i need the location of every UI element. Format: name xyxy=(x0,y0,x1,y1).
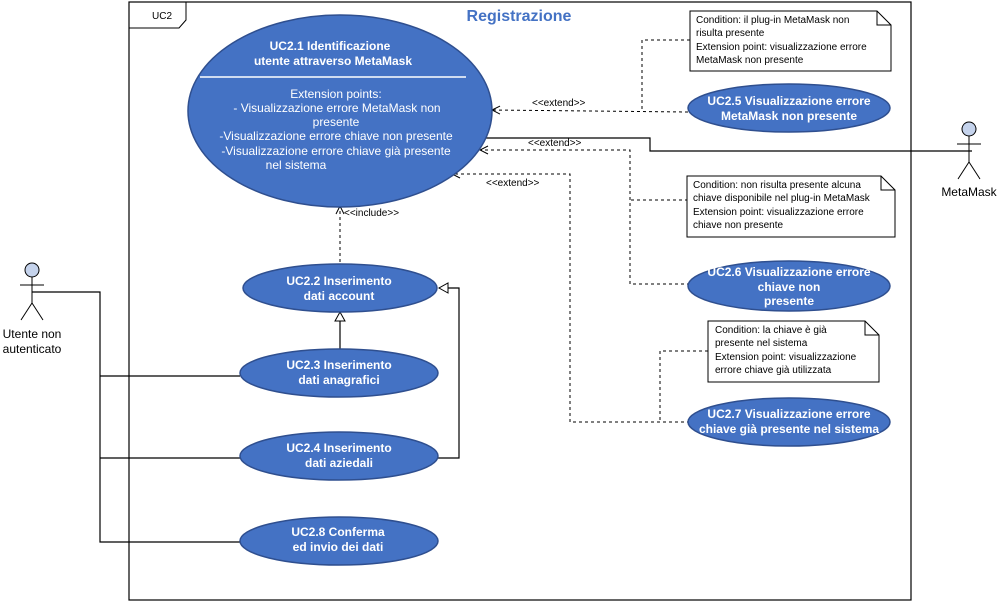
uc24-line-2: dati aziedali xyxy=(305,456,373,470)
uc26-line-3: presente xyxy=(764,294,814,308)
uc21-ext-3a: -Visualizzazione errore chiave già prese… xyxy=(221,144,451,158)
uc26-line-1: UC2.6 Visualizzazione errore xyxy=(707,265,871,279)
uc26-errore-chiave-non-presente[interactable]: UC2.6 Visualizzazione errore chiave non … xyxy=(687,260,891,312)
user-associations xyxy=(32,291,240,543)
uc28-conferma-invio[interactable]: UC2.8 Conferma ed invio dei dati xyxy=(239,516,439,566)
system-frame: UC2 xyxy=(128,1,912,601)
actor-metamask[interactable]: MetaMask xyxy=(941,121,998,199)
uc27-line-1: UC2.7 Visualizzazione errore xyxy=(707,407,871,421)
note1-line-2: risulta presente xyxy=(696,28,765,39)
actor-utente-non-autenticato[interactable]: Utente non autenticato xyxy=(3,262,62,356)
actor-metamask-label: MetaMask xyxy=(941,185,997,199)
note3-line-3: Extension point: visualizzazione xyxy=(715,352,857,363)
generalization-links xyxy=(334,282,460,459)
uc28-line-2: ed invio dei dati xyxy=(293,540,384,554)
extend-label-1: <<extend>> xyxy=(532,98,586,109)
include-label: <<include>> xyxy=(344,208,399,219)
note-metamask-condition: Condition: il plug-in MetaMask non risul… xyxy=(689,10,892,72)
frame-label: UC2 xyxy=(152,11,172,22)
include-link: <<include>> xyxy=(340,206,399,268)
uc23-dati-anagrafici[interactable]: UC2.3 Inserimento dati anagrafici xyxy=(239,348,439,398)
uc27-line-2: chiave già presente nel sistema xyxy=(699,422,879,436)
note-chiave-non-presente-condition: Condition: non risulta presente alcuna c… xyxy=(686,175,896,238)
uc25-errore-metamask[interactable]: UC2.5 Visualizzazione errore MetaMask no… xyxy=(687,83,891,133)
uc22-line-2: dati account xyxy=(304,289,375,303)
note1-line-1: Condition: il plug-in MetaMask non xyxy=(696,15,849,26)
uc24-dati-aziendali[interactable]: UC2.4 Inserimento dati aziedali xyxy=(239,431,439,481)
uc25-line-2: MetaMask non presente xyxy=(721,109,857,123)
uc25-line-1: UC2.5 Visualizzazione errore xyxy=(707,94,871,108)
note2-line-4: chiave non presente xyxy=(693,220,784,231)
uc21-ext-1b: presente xyxy=(313,115,360,129)
note3-line-4: errore chiave già utilizzata xyxy=(715,365,832,376)
actor-metamask-icon xyxy=(961,121,977,137)
actor-user-label-2: autenticato xyxy=(3,342,62,356)
uc28-line-1: UC2.8 Conferma xyxy=(291,525,385,539)
note3-line-1: Condition: la chiave è già xyxy=(715,325,827,336)
uc21-ext-header: Extension points: xyxy=(290,87,381,101)
note1-line-4: MetaMask non presente xyxy=(696,55,804,66)
uc21-ext-1a: - Visualizzazione errore MetaMask non xyxy=(233,101,440,115)
uc24-line-1: UC2.4 Inserimento xyxy=(286,441,391,455)
actor-user-label-1: Utente non xyxy=(3,327,62,341)
uc22-dati-account[interactable]: UC2.2 Inserimento dati account xyxy=(242,263,438,313)
note2-line-2: chiave disponibile nel plug-in MetaMask xyxy=(693,193,871,204)
note-anchors xyxy=(630,39,708,422)
uc21-title-2: utente attraverso MetaMask xyxy=(254,54,412,68)
extend-label-3: <<extend>> xyxy=(486,178,540,189)
actor-user-icon xyxy=(24,262,40,278)
note2-line-3: Extension point: visualizzazione errore xyxy=(693,207,864,218)
metamask-association xyxy=(485,137,972,152)
uc21-identificazione[interactable]: UC2.1 Identificazione utente attraverso … xyxy=(187,14,493,208)
uc23-line-2: dati anagrafici xyxy=(298,373,379,387)
note1-line-3: Extension point: visualizzazione errore xyxy=(696,42,867,53)
extend-links: <<extend>> <<extend>> <<extend>> xyxy=(452,98,690,423)
extend-label-2: <<extend>> xyxy=(528,138,582,149)
note2-line-1: Condition: non risulta presente alcuna xyxy=(693,180,861,191)
uc23-line-1: UC2.3 Inserimento xyxy=(286,358,391,372)
uc21-ext-2: -Visualizzazione errore chiave non prese… xyxy=(219,129,453,143)
uc27-errore-chiave-gia-presente[interactable]: UC2.7 Visualizzazione errore chiave già … xyxy=(687,397,891,447)
uc21-ext-3b: nel sistema xyxy=(266,158,327,172)
diagram-title: Registrazione xyxy=(467,8,572,25)
note3-line-2: presente nel sistema xyxy=(715,338,808,349)
uc26-line-2: chiave non xyxy=(758,280,821,294)
uc21-title-1: UC2.1 Identificazione xyxy=(270,39,391,53)
note-chiave-gia-presente-condition: Condition: la chiave è già presente nel … xyxy=(707,320,880,383)
uc22-line-1: UC2.2 Inserimento xyxy=(286,274,391,288)
